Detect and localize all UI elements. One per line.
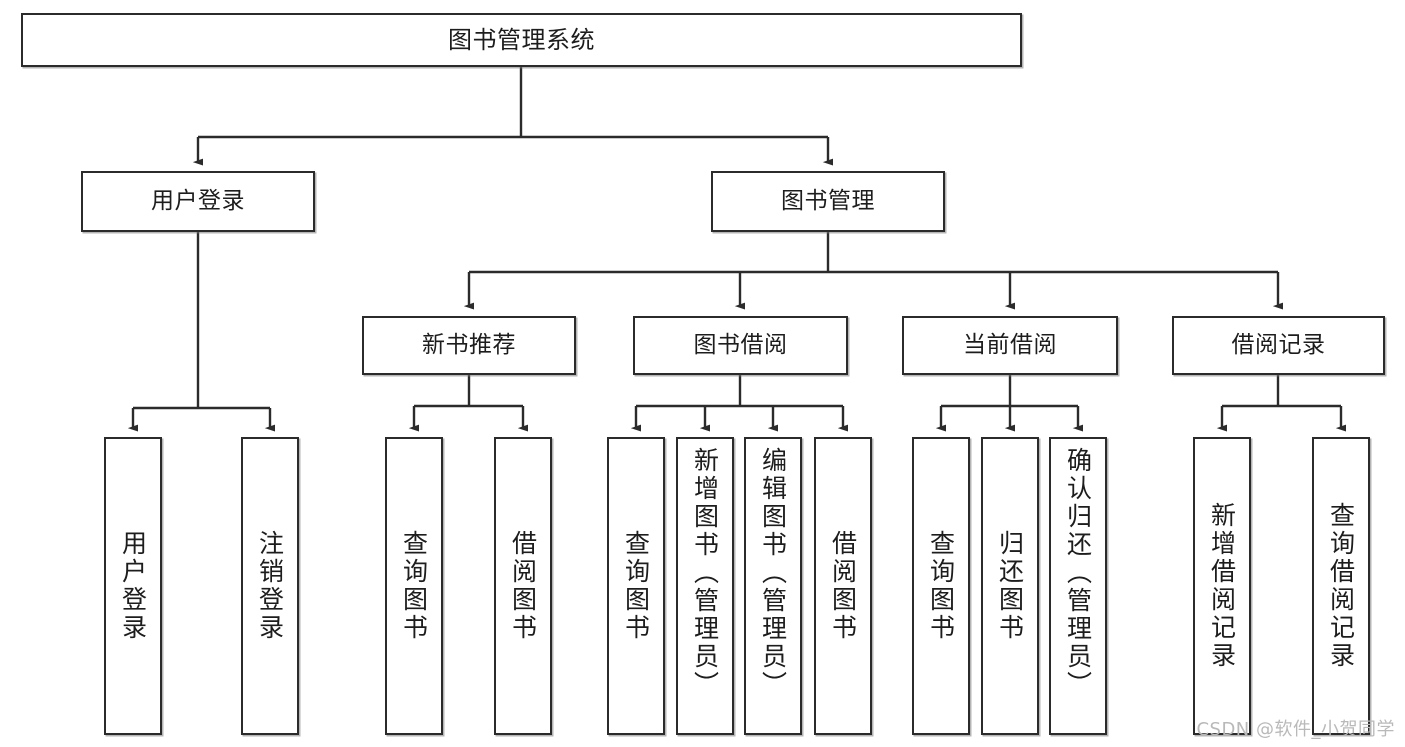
leaf-current-borrow-confirm-return[interactable]: 确认归还（管理员） xyxy=(1049,437,1107,735)
leaf-user-login-logout[interactable]: 注销登录 xyxy=(241,437,299,735)
node-borrow-record[interactable]: 借阅记录 xyxy=(1172,316,1385,375)
node-label: 查询借阅记录 xyxy=(1326,502,1356,670)
node-label: 注销登录 xyxy=(255,530,285,642)
node-root-system[interactable]: 图书管理系统 xyxy=(21,13,1022,67)
node-label: 归还图书 xyxy=(995,530,1025,642)
leaf-borrow-record-add[interactable]: 新增借阅记录 xyxy=(1193,437,1251,735)
node-label: 当前借阅 xyxy=(963,331,1057,358)
node-book-borrow[interactable]: 图书借阅 xyxy=(633,316,848,375)
node-label: 新增借阅记录 xyxy=(1207,502,1237,670)
node-label: 编辑图书（管理员） xyxy=(758,447,788,699)
node-label: 图书借阅 xyxy=(693,331,788,358)
node-label: 确认归还（管理员） xyxy=(1063,447,1093,699)
node-label: 用户登录 xyxy=(151,187,245,214)
leaf-new-book-borrow[interactable]: 借阅图书 xyxy=(494,437,552,735)
node-label: 图书管理系统 xyxy=(448,25,595,54)
node-label: 新书推荐 xyxy=(422,331,516,358)
node-label: 借阅图书 xyxy=(508,530,538,642)
node-label: 用户登录 xyxy=(118,530,148,642)
node-label: 借阅图书 xyxy=(828,530,858,642)
leaf-book-borrow-add[interactable]: 新增图书（管理员） xyxy=(676,437,734,735)
node-book-management[interactable]: 图书管理 xyxy=(711,171,945,232)
node-label: 新增图书（管理员） xyxy=(690,447,720,699)
leaf-book-borrow-query[interactable]: 查询图书 xyxy=(607,437,665,735)
node-label: 借阅记录 xyxy=(1231,331,1326,358)
node-new-book-recommend[interactable]: 新书推荐 xyxy=(362,316,576,375)
node-label: 查询图书 xyxy=(621,530,651,642)
leaf-book-borrow-edit[interactable]: 编辑图书（管理员） xyxy=(744,437,802,735)
watermark: CSDN @软件_小贺同学 xyxy=(1196,719,1395,740)
node-label: 查询图书 xyxy=(926,530,956,642)
node-current-borrow[interactable]: 当前借阅 xyxy=(902,316,1118,375)
leaf-new-book-query[interactable]: 查询图书 xyxy=(385,437,443,735)
leaf-current-borrow-query[interactable]: 查询图书 xyxy=(912,437,970,735)
leaf-borrow-record-query[interactable]: 查询借阅记录 xyxy=(1312,437,1370,735)
node-label: 图书管理 xyxy=(781,187,875,214)
node-user-login[interactable]: 用户登录 xyxy=(81,171,315,232)
leaf-current-borrow-return[interactable]: 归还图书 xyxy=(981,437,1039,735)
leaf-user-login-login[interactable]: 用户登录 xyxy=(104,437,162,735)
leaf-book-borrow-borrow[interactable]: 借阅图书 xyxy=(814,437,872,735)
node-label: 查询图书 xyxy=(399,530,429,642)
